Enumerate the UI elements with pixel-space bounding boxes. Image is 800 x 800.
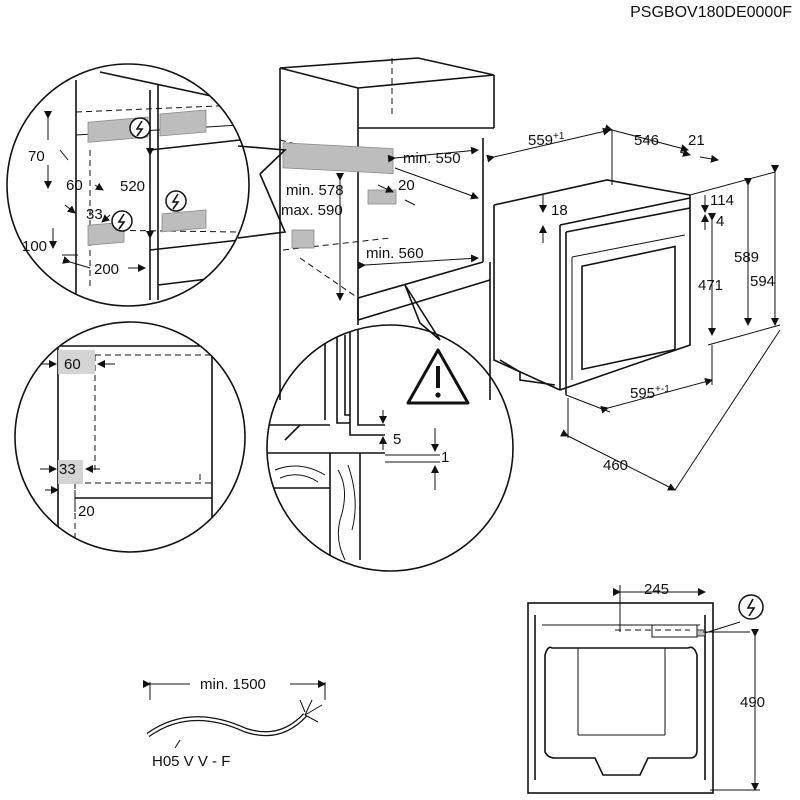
dim-60-vent: 60 [64,356,81,373]
detail-circle-cabinet: 70 60 520 33 100 200 [6,63,250,307]
oven-dimension-view: 559+1 546 21 114 4 18 471 589 594 595+-1… [486,124,781,491]
dim-245: 245 [644,581,669,598]
electrical-connection-icon [111,210,133,232]
dim-21: 21 [688,132,705,149]
dim-min-1500: min. 1500 [200,676,266,693]
dim-460: 460 [603,457,628,474]
dim-min-550: min. 550 [403,150,461,167]
dim-114: 114 [710,192,734,209]
oven-rear-view: 245 490 [527,581,765,794]
dim-18: 18 [551,202,568,219]
electrical-connection-icon [738,594,764,620]
cable-type: H05 V V - F [152,753,230,770]
dim-70: 70 [28,148,45,165]
dim-min-560: min. 560 [366,245,424,262]
dim-471: 471 [698,277,723,294]
dim-33-vent: 33 [59,461,76,478]
electrical-connection-icon [129,117,151,139]
electrical-connection-icon [165,190,187,212]
dim-max-590: max. 590 [281,202,343,219]
dim-490: 490 [740,694,765,711]
detail-circle-mounting: 5 1 [266,324,514,572]
dim-595: 595+-1 [630,384,670,402]
dim-589: 589 [734,249,759,266]
dim-520: 520 [120,178,145,195]
dim-200: 200 [94,261,119,278]
dim-min-578: min. 578 [286,182,344,199]
dim-60-top: 60 [66,177,83,194]
dim-1: 1 [441,449,449,466]
dim-33-top: 33 [86,206,103,223]
dim-20-vent: 20 [78,503,95,520]
detail-circle-ventilation: 60 33 20 [14,321,246,553]
dim-5: 5 [393,431,401,448]
dim-594: 594 [750,273,775,290]
warning-triangle-icon [406,348,470,405]
dim-100: 100 [22,238,47,255]
dim-559: 559+1 [528,131,565,149]
document-code: PSGBOV180DE0000F [630,4,792,21]
power-cable: min. 1500 H05 V V - F [143,676,326,770]
cabinet-niche: min. 550 20 min. 578 max. 590 min. 560 [279,57,495,400]
dim-546: 546 [634,132,659,149]
dim-20-niche: 20 [398,177,415,194]
dim-4: 4 [716,213,724,230]
